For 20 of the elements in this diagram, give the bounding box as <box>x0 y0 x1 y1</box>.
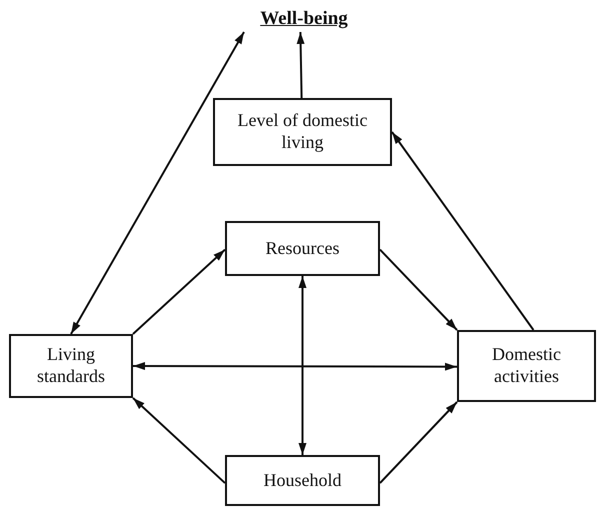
arrow <box>391 131 534 331</box>
arrow <box>132 248 226 335</box>
arrow <box>70 32 245 334</box>
arrow <box>133 362 457 371</box>
arrow <box>296 32 305 98</box>
arrow <box>379 401 458 484</box>
process-box <box>225 455 380 506</box>
heading-label: Well-being <box>244 6 364 32</box>
box-label: Living standards <box>36 344 106 388</box>
process-box <box>9 334 133 398</box>
arrow <box>298 276 306 455</box>
box-label: Resources <box>266 238 340 260</box>
process-box <box>225 221 380 276</box>
arrow <box>132 397 226 484</box>
arrow <box>379 248 458 331</box>
process-box <box>457 330 596 402</box>
process-box <box>213 98 392 166</box>
box-label: Domestic activities <box>491 344 562 388</box>
box-label: Level of domestic living <box>236 110 368 154</box>
box-label: Household <box>264 470 342 492</box>
